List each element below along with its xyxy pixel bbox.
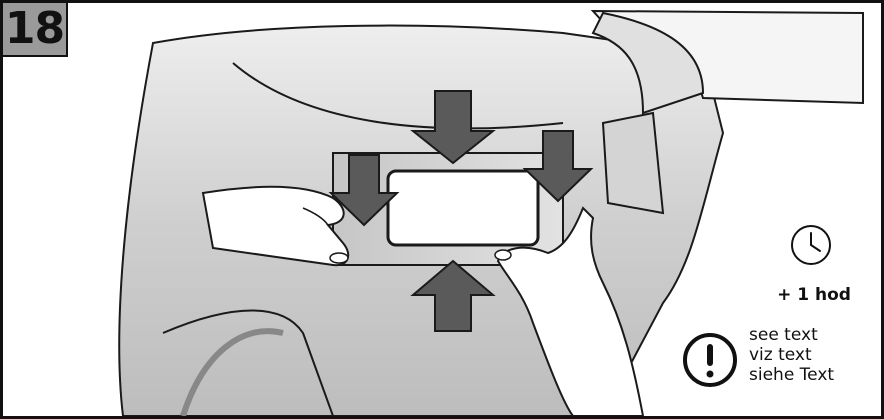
display-window	[388, 171, 538, 245]
step-number-badge: 18	[3, 3, 68, 57]
notice-panel: see text viz text siehe Text	[671, 315, 883, 419]
hinge	[603, 113, 663, 213]
duration-label: + 1 hod	[759, 285, 869, 305]
notice-text: see text viz text siehe Text	[749, 325, 834, 385]
clock-icon	[789, 223, 833, 267]
exclamation-icon	[681, 331, 739, 389]
notice-line-en: see text	[749, 325, 834, 345]
notice-line-cs: viz text	[749, 345, 834, 365]
notice-line-de: siehe Text	[749, 365, 834, 385]
